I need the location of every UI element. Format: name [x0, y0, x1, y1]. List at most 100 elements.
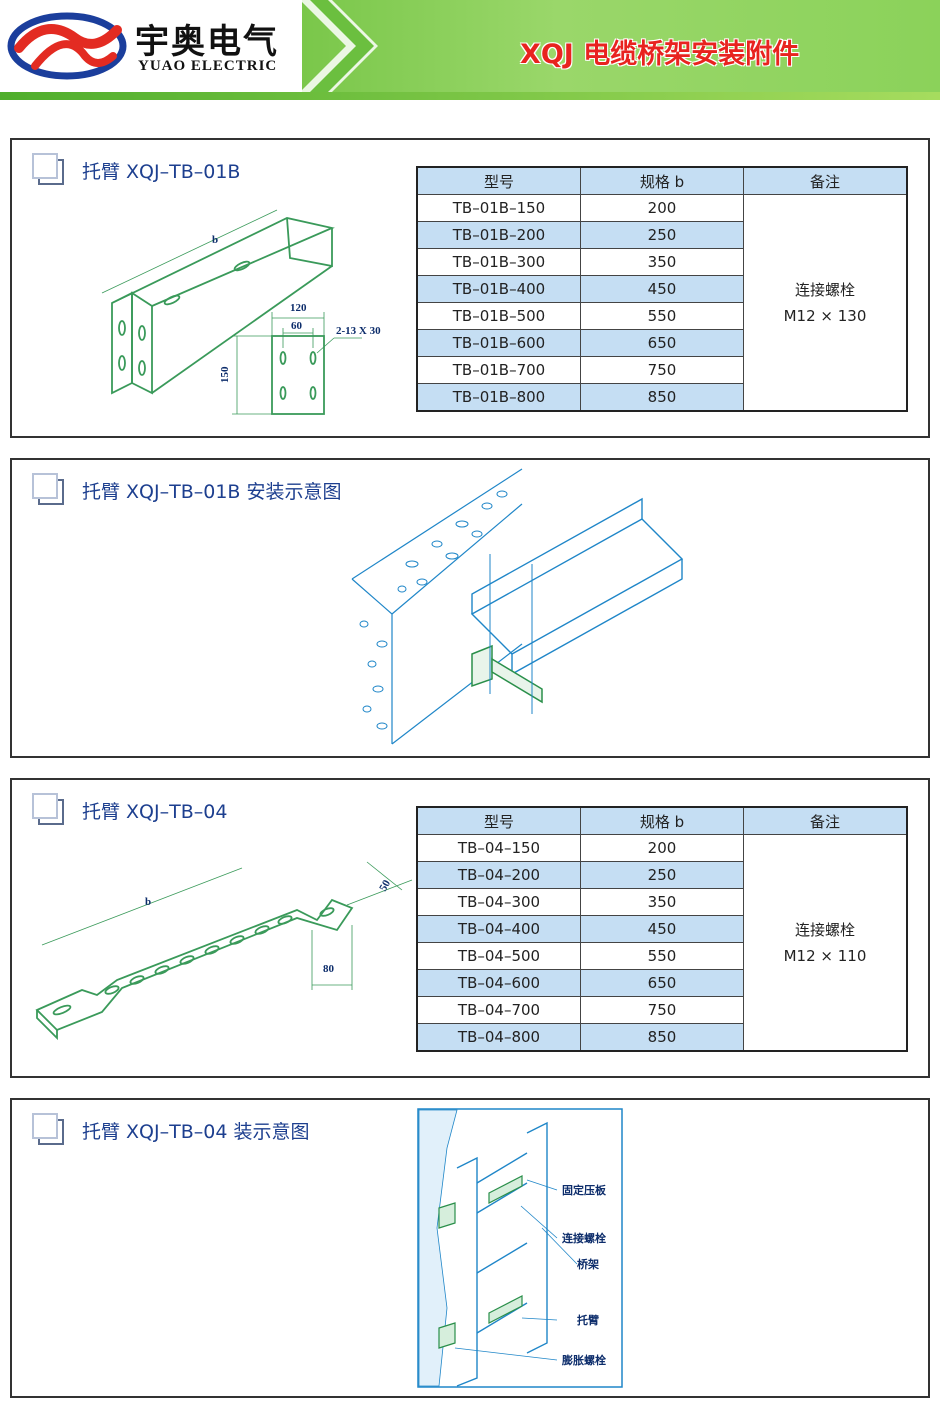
page-header: 宇奥电气 YUAO ELECTRIC XQJ 电缆桥架安装附件 [0, 0, 940, 100]
cell-model: TB–01B–400 [416, 275, 581, 303]
cell-model: TB–04–500 [416, 942, 581, 970]
cell-spec: 450 [580, 915, 744, 943]
tb01b-install-illustration [351, 468, 684, 745]
brand-name-en: YUAO ELECTRIC [138, 58, 278, 74]
callout-expansion-bolt: 膨胀螺栓 [561, 1353, 606, 1367]
logo-area: 宇奥电气 YUAO ELECTRIC [0, 0, 302, 92]
table-row: TB–04–150 200 连接螺栓 M12 × 110 [416, 834, 908, 1052]
cell-model: TB–01B–800 [416, 383, 581, 412]
note-line1: 连接螺栓 [794, 920, 855, 939]
table-header-row: 型号 规格 b 备注 [416, 166, 908, 195]
cell-spec: 750 [580, 356, 744, 384]
header-divider [0, 92, 940, 100]
spec-table: 型号 规格 b 备注 TB–04–150 200 连接螺栓 M12 × 110 … [416, 806, 908, 1052]
col-header-spec: 规格 b [580, 806, 744, 835]
cell-model: TB–01B–600 [416, 329, 581, 357]
cell-spec: 650 [580, 329, 744, 357]
table-row: TB–01B–150 200 连接螺栓 M12 × 130 [416, 194, 908, 412]
section-tb04-install: 托臂 XQJ–TB–04 装示意图 固定压板 连接螺栓 桥架 托臂 膨胀螺栓 [10, 1098, 930, 1398]
checkbox-icon [32, 1113, 64, 1145]
cell-spec: 550 [580, 942, 744, 970]
brand-name-cn: 宇奥电气 [135, 22, 279, 62]
cell-spec: 750 [580, 996, 744, 1024]
dim-b-label: b [212, 234, 218, 246]
callout-bolt: 连接螺栓 [562, 1231, 606, 1245]
cell-spec: 200 [580, 834, 744, 862]
col-header-note: 备注 [743, 806, 908, 835]
col-header-note: 备注 [743, 166, 908, 195]
section-title: 托臂 XQJ–TB–04 装示意图 [82, 1121, 310, 1143]
cell-model: TB–04–600 [416, 969, 581, 997]
table-header-row: 型号 规格 b 备注 [416, 806, 908, 835]
callout-bracket: 托臂 [577, 1313, 599, 1327]
header-band [302, 0, 940, 92]
callout-pressing-plate: 固定压板 [562, 1183, 607, 1197]
note-line1: 连接螺栓 [794, 280, 855, 299]
note-line2: M12 × 130 [783, 306, 867, 325]
cell-model: TB–01B–150 [416, 194, 581, 222]
cell-note: 连接螺栓 M12 × 110 [743, 834, 908, 1052]
tb04-install-illustration: 固定压板 连接螺栓 桥架 托臂 膨胀螺栓 [417, 1108, 623, 1388]
cell-spec: 850 [580, 1023, 744, 1052]
dim-50-label: 50 [377, 878, 393, 894]
brand-logo-icon [7, 12, 127, 80]
section-title: 托臂 XQJ–TB–01B 安装示意图 [82, 481, 342, 503]
cell-spec: 550 [580, 302, 744, 330]
cell-model: TB–01B–700 [416, 356, 581, 384]
page-title: XQJ 电缆桥架安装附件 [520, 39, 800, 70]
dim-120-label: 120 [290, 302, 307, 314]
dim-b-label: b [145, 896, 151, 908]
checkbox-icon [32, 793, 64, 825]
tb01b-drawing: b 120 60 2-13 X 30 150 [101, 209, 381, 415]
col-header-model: 型号 [416, 166, 581, 195]
cell-spec: 250 [580, 221, 744, 249]
spec-table: 型号 规格 b 备注 TB–01B–150 200 连接螺栓 M12 × 130… [416, 166, 908, 412]
cell-model: TB–04–200 [416, 861, 581, 889]
cell-model: TB–01B–200 [416, 221, 581, 249]
section-tb01b: 托臂 XQJ–TB–01B b 120 60 2-13 X 30 150 [10, 138, 930, 438]
section-title: 托臂 XQJ–TB–01B [82, 161, 241, 183]
cell-spec: 200 [580, 194, 744, 222]
cell-model: TB–01B–500 [416, 302, 581, 330]
cell-spec: 350 [580, 248, 744, 276]
checkbox-icon [32, 473, 64, 505]
dim-hole-label: 2-13 X 30 [336, 325, 381, 337]
col-header-model: 型号 [416, 806, 581, 835]
cell-model: TB–04–400 [416, 915, 581, 943]
section-tb01b-install: 托臂 XQJ–TB–01B 安装示意图 [10, 458, 930, 758]
note-line2: M12 × 110 [783, 946, 867, 965]
section-tb04: 托臂 XQJ–TB–04 b 50 80 型号 规格 b [10, 778, 930, 1078]
dim-60-label: 60 [291, 320, 303, 332]
cell-model: TB–04–700 [416, 996, 581, 1024]
chevron-right-icon [300, 0, 378, 92]
cell-model: TB–01B–300 [416, 248, 581, 276]
cell-spec: 450 [580, 275, 744, 303]
section-title: 托臂 XQJ–TB–04 [82, 801, 228, 823]
cell-spec: 650 [580, 969, 744, 997]
cell-model: TB–04–150 [416, 834, 581, 862]
col-header-spec: 规格 b [580, 166, 744, 195]
dim-150-label: 150 [219, 366, 231, 383]
tb04-drawing: b 50 80 [35, 861, 413, 1041]
cell-spec: 250 [580, 861, 744, 889]
cell-model: TB–04–300 [416, 888, 581, 916]
cell-spec: 350 [580, 888, 744, 916]
cell-spec: 850 [580, 383, 744, 412]
dim-80-label: 80 [323, 963, 335, 975]
callout-tray: 桥架 [577, 1257, 599, 1271]
cell-note: 连接螺栓 M12 × 130 [743, 194, 908, 412]
cell-model: TB–04–800 [416, 1023, 581, 1052]
checkbox-icon [32, 153, 64, 185]
